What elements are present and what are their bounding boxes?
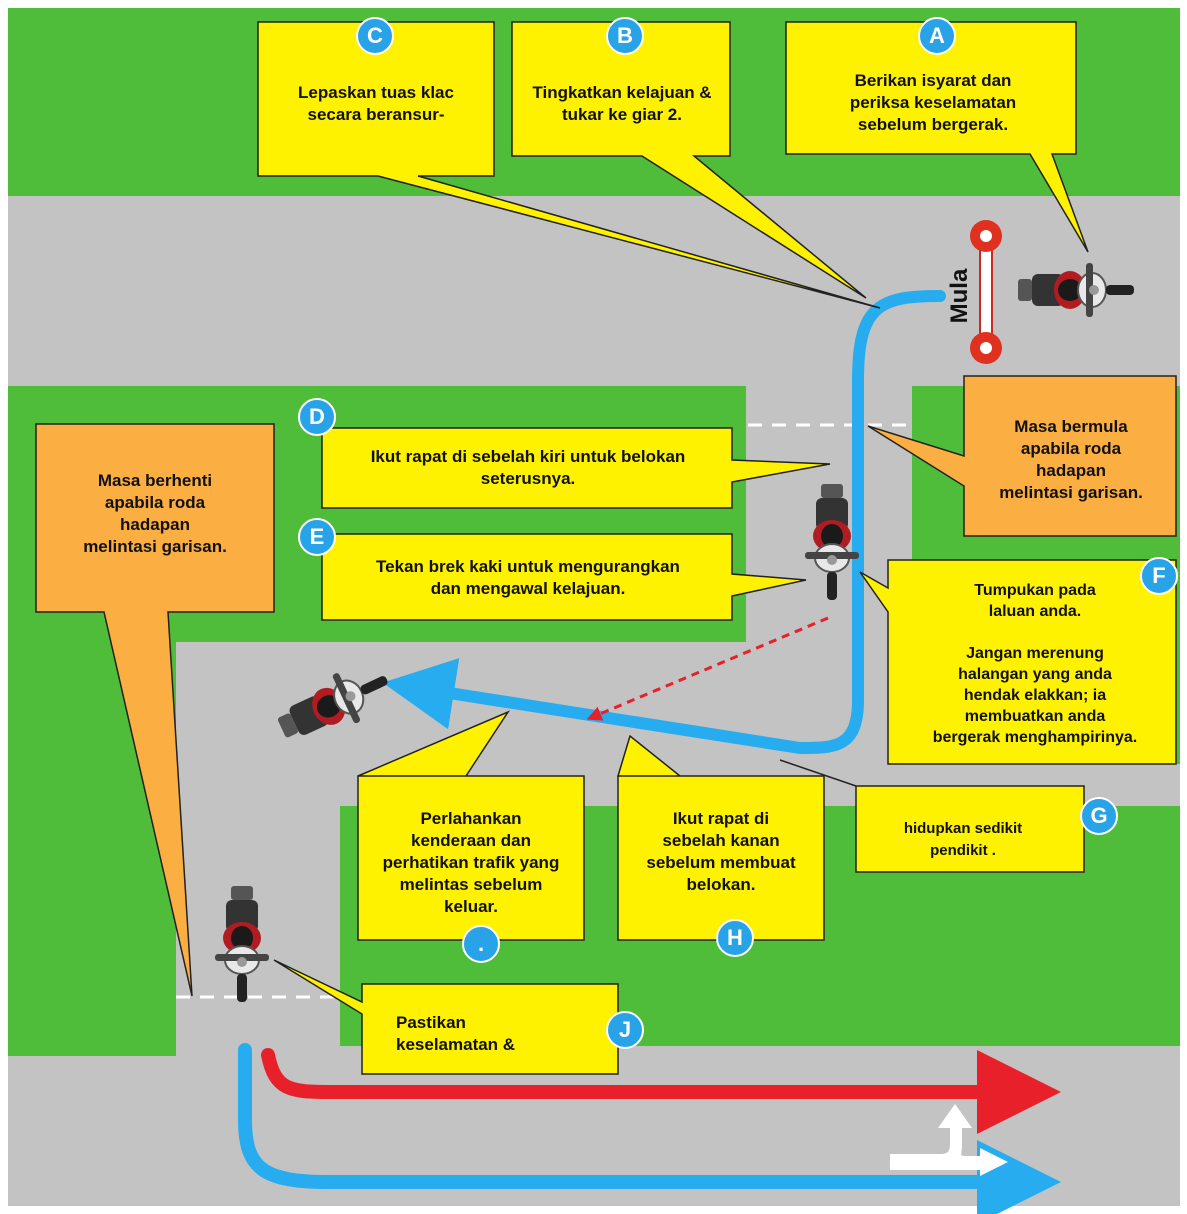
callout-f-badge: F xyxy=(1140,557,1178,595)
callout-c-badge: C xyxy=(356,17,394,55)
callout-e-text: Tekan brek kaki untuk mengurangkan dan m… xyxy=(376,557,680,598)
exit-arrow-blue xyxy=(238,1043,1061,1214)
callout-b-bubble xyxy=(511,21,867,299)
note-stop-timer-text: Masa berhenti apabila roda hadapan melin… xyxy=(83,471,227,556)
callout-a-text: Berikan isyarat dan periksa keselamatan … xyxy=(849,71,1017,134)
note-start-timer-bubble xyxy=(867,375,1177,537)
callout-a-badge: A xyxy=(918,17,956,55)
callout-f-bubble xyxy=(859,559,1177,765)
callout-h-text: Ikut rapat di sebelah kanan sebelum memb… xyxy=(646,809,796,894)
callout-a-bubble xyxy=(785,21,1089,253)
callout-d-badge: D xyxy=(298,398,336,436)
callout-g-badge: G xyxy=(1080,797,1118,835)
callout-g-text: hidupkan sedikit pendikit . xyxy=(903,820,1023,859)
callout-d-text: Ikut rapat di sebelah kiri untuk belokan… xyxy=(370,447,686,488)
callout-j-text: Pastikan keselamatan & xyxy=(396,1013,516,1054)
dashed-direction-line xyxy=(586,616,829,721)
callout-f-text: Tumpukan pada laluan anda. Jangan merenu… xyxy=(932,582,1138,746)
turn-arrow-icon xyxy=(890,1104,1008,1176)
callout-b-badge: B xyxy=(606,17,644,55)
callout-e-badge: E xyxy=(298,518,336,556)
start-label: Mula xyxy=(946,268,973,324)
callout-i-bubble xyxy=(357,710,585,941)
callout-j-bubble xyxy=(273,959,619,1075)
callout-e-bubble xyxy=(321,533,807,621)
callout-d-bubble xyxy=(321,427,831,509)
exit-arrow-red xyxy=(261,1048,1061,1134)
callout-c-text: Lepaskan tuas klac secara beransur- xyxy=(298,83,454,124)
callout-c-bubble xyxy=(257,21,881,309)
path-arrow-icon xyxy=(382,290,946,755)
callout-b-text: Tingkatkan kelajuan & tukar ke giar 2. xyxy=(532,83,712,124)
callout-g-bubble xyxy=(779,759,1085,873)
callout-j-badge: J xyxy=(606,1011,644,1049)
note-start-timer-text: Masa bermula apabila roda hadapan melint… xyxy=(999,417,1143,502)
callout-i-text: Perlahankan kenderaan dan perhatikan tra… xyxy=(382,809,560,916)
start-gate-icon xyxy=(970,220,1002,364)
note-stop-timer-bubble xyxy=(35,423,275,997)
callout-i-badge: . xyxy=(462,925,500,963)
callout-h-badge: H xyxy=(716,919,754,957)
callout-h-bubble xyxy=(616,734,825,941)
